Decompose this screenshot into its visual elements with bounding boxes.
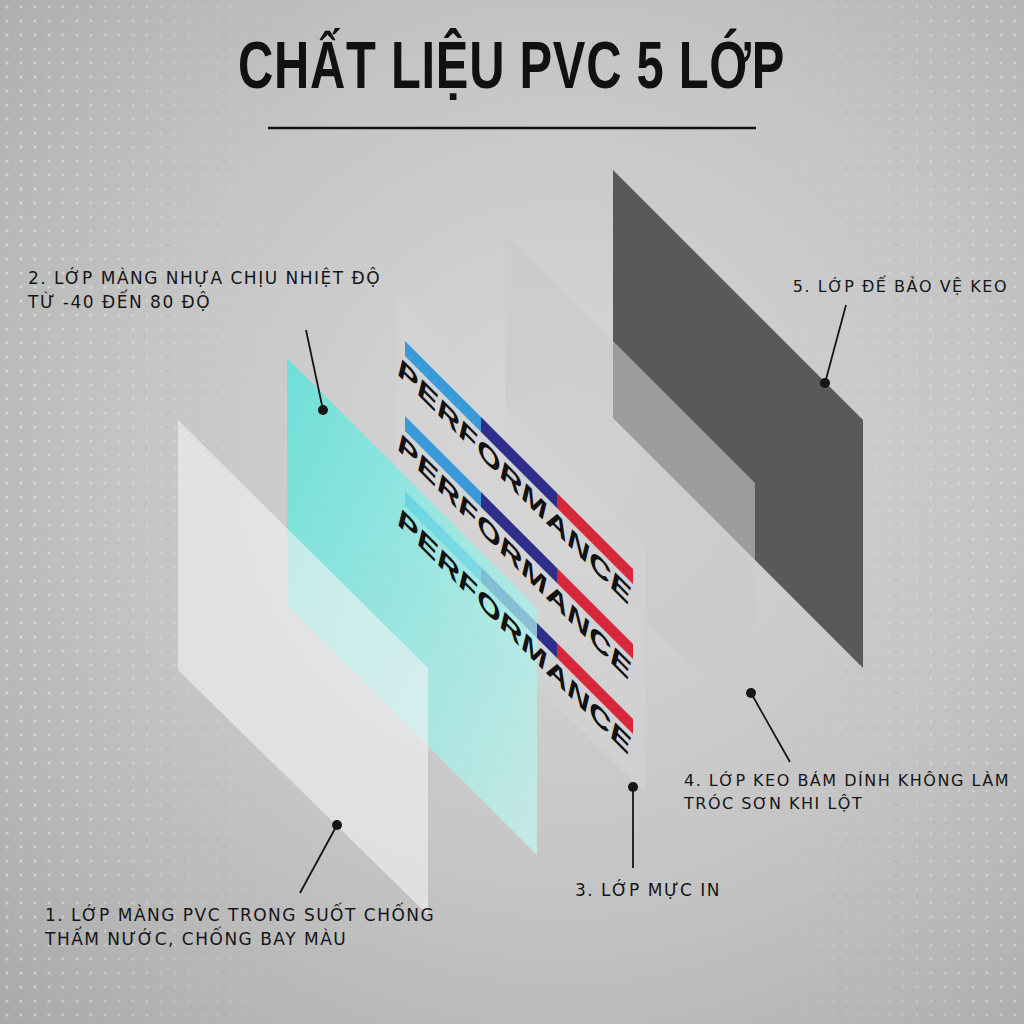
callout-label: 5. LỚP ĐẾ BẢO VỆ KEO: [793, 276, 1008, 299]
title-wrap: CHẤT LIỆU PVC 5 LỚP: [0, 26, 1024, 105]
callout-label: 3. LỚP MỰC IN: [575, 878, 721, 902]
callout-label: 1. LỚP MÀNG PVC TRONG SUỐT CHỐNG THẤM NƯ…: [45, 903, 475, 951]
callout-label: 2. LỚP MÀNG NHỰA CHỊU NHIỆT ĐỘ TỪ -40 ĐẾ…: [28, 266, 398, 314]
title: CHẤT LIỆU PVC 5 LỚP: [239, 26, 786, 105]
callout-label: 4. LỚP KEO BÁM DÍNH KHÔNG LÀM TRÓC SƠN K…: [684, 770, 1014, 815]
